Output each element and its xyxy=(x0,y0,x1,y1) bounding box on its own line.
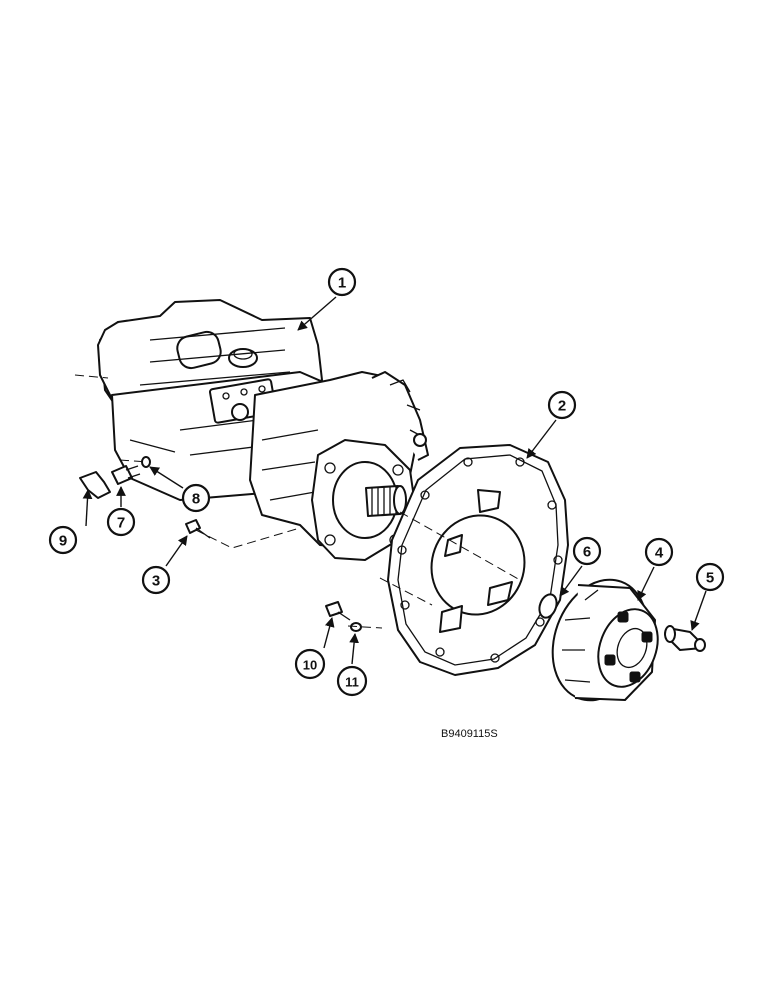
fitting-7 xyxy=(111,465,141,485)
callout-1: 1 xyxy=(327,267,357,297)
flywheel-housing xyxy=(387,444,569,676)
svg-text:1: 1 xyxy=(338,275,346,292)
callout-3: 3 xyxy=(141,565,171,595)
hex-bolt-10 xyxy=(325,601,351,621)
callout-7: 7 xyxy=(106,507,136,537)
svg-text:8: 8 xyxy=(192,491,200,508)
svg-text:4: 4 xyxy=(655,545,664,562)
svg-text:11: 11 xyxy=(345,675,359,690)
callout-4: 4 xyxy=(644,537,674,567)
callout-6: 6 xyxy=(572,536,602,566)
alignment-lines xyxy=(74,374,521,629)
svg-text:7: 7 xyxy=(117,515,125,532)
callout-5: 5 xyxy=(695,562,725,592)
o-ring-large xyxy=(538,593,558,619)
svg-text:2: 2 xyxy=(558,398,566,415)
callout-8: 8 xyxy=(181,483,211,513)
svg-text:3: 3 xyxy=(152,573,160,590)
figure-id-label: B9409115S xyxy=(441,728,498,740)
dowel-pin xyxy=(664,625,706,652)
elbow-fitting-9 xyxy=(79,471,111,499)
callout-9: 9 xyxy=(48,525,78,555)
svg-text:9: 9 xyxy=(59,533,67,550)
svg-text:10: 10 xyxy=(303,658,317,673)
hex-bolt-3 xyxy=(185,519,211,539)
washer-11 xyxy=(350,622,362,632)
callout-10: 10 xyxy=(294,648,326,680)
callout-11: 11 xyxy=(336,665,368,697)
flexible-coupling xyxy=(551,578,659,702)
o-ring-small-8 xyxy=(141,456,151,468)
svg-text:5: 5 xyxy=(706,570,714,587)
callout-2: 2 xyxy=(547,390,577,420)
hydraulic-pump-assembly xyxy=(97,299,429,561)
svg-text:6: 6 xyxy=(583,544,591,561)
leader-lines xyxy=(82,296,707,665)
